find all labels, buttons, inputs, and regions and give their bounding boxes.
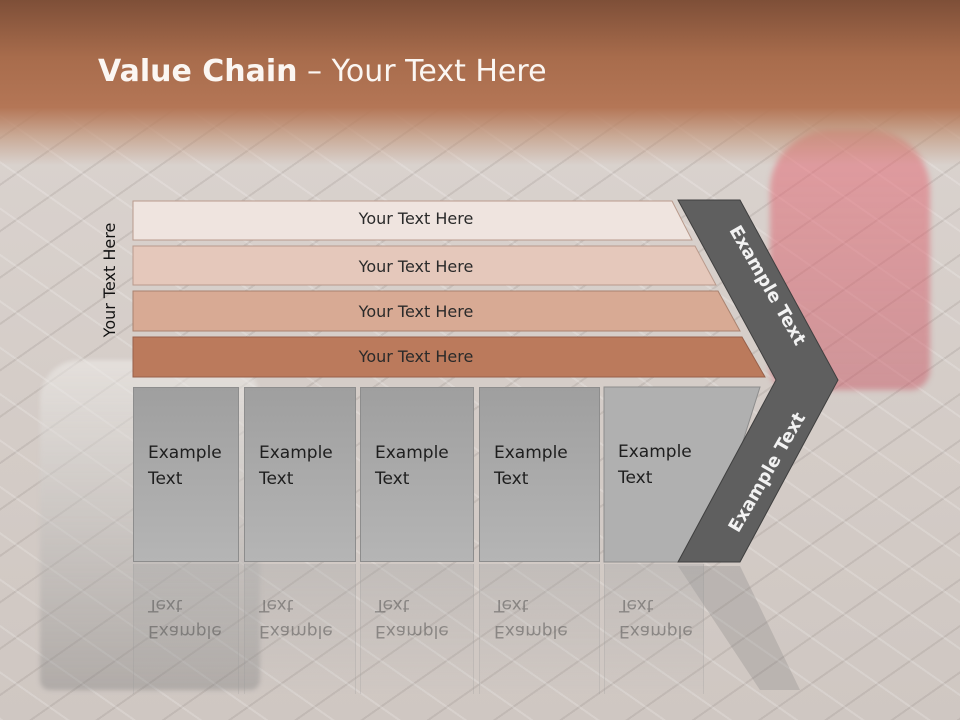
chevron-arrow [677,199,839,563]
slide-title: Value Chain – Your Text Here [98,54,547,89]
band-1-shape [132,200,693,241]
band-3-label: Your Text Here [358,302,474,321]
band-4-label: Your Text Here [358,347,474,366]
band-3-shape [132,290,741,332]
band-1-label: Your Text Here [358,209,474,228]
band-2-shape [132,245,717,286]
band-2-label: Your Text Here [358,257,474,276]
chevron-reflection [678,566,800,690]
title-rest: – Your Text Here [297,54,547,89]
title-bar [0,0,960,165]
title-bold: Value Chain [98,54,298,89]
band-4-shape [132,336,766,378]
